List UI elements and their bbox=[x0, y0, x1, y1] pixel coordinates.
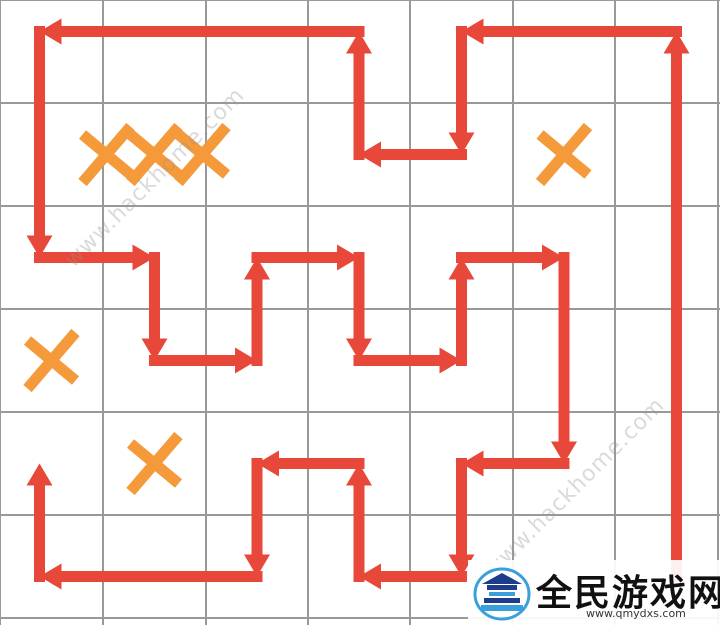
path-arrowhead bbox=[439, 347, 462, 374]
path-arrowhead bbox=[346, 463, 372, 486]
path-arrowhead bbox=[244, 554, 270, 577]
blocked-mark bbox=[174, 122, 231, 187]
logo-title: 全民游戏网 bbox=[536, 572, 720, 614]
path-arrowhead bbox=[26, 463, 53, 486]
blocked-mark bbox=[78, 122, 135, 187]
solution-path bbox=[26, 18, 690, 590]
path-arrowhead bbox=[448, 132, 475, 155]
path-arrowhead bbox=[359, 563, 381, 590]
path-arrowhead bbox=[235, 347, 257, 374]
path-arrowhead bbox=[542, 244, 564, 271]
path-arrowhead bbox=[461, 18, 484, 45]
blocked-mark bbox=[23, 328, 80, 393]
path-arrowhead bbox=[346, 31, 372, 54]
blocked-mark bbox=[535, 122, 593, 187]
path-arrowhead bbox=[359, 141, 381, 168]
path-arrowhead bbox=[132, 244, 155, 271]
path-arrowhead bbox=[257, 450, 279, 477]
path-arrowhead bbox=[39, 18, 62, 45]
path-arrowhead bbox=[551, 441, 577, 464]
blocked-mark bbox=[126, 431, 183, 496]
temple-icon bbox=[473, 567, 531, 621]
path-arrowhead bbox=[337, 244, 359, 271]
path-arrowhead bbox=[244, 257, 270, 280]
path-arrowhead bbox=[141, 338, 168, 361]
path-arrowhead bbox=[39, 563, 62, 590]
path-arrowhead bbox=[448, 257, 475, 280]
path-arrowhead bbox=[663, 31, 690, 54]
path-arrowhead bbox=[461, 450, 484, 477]
logo-url: www.qmydxs.com bbox=[586, 607, 686, 620]
path-arrowhead bbox=[26, 235, 53, 258]
blocked-mark bbox=[126, 122, 183, 187]
blocked-cells bbox=[23, 122, 593, 496]
site-logo: 全民游戏网 www.qmydxs.com bbox=[468, 560, 720, 625]
path-arrowhead bbox=[346, 338, 372, 361]
